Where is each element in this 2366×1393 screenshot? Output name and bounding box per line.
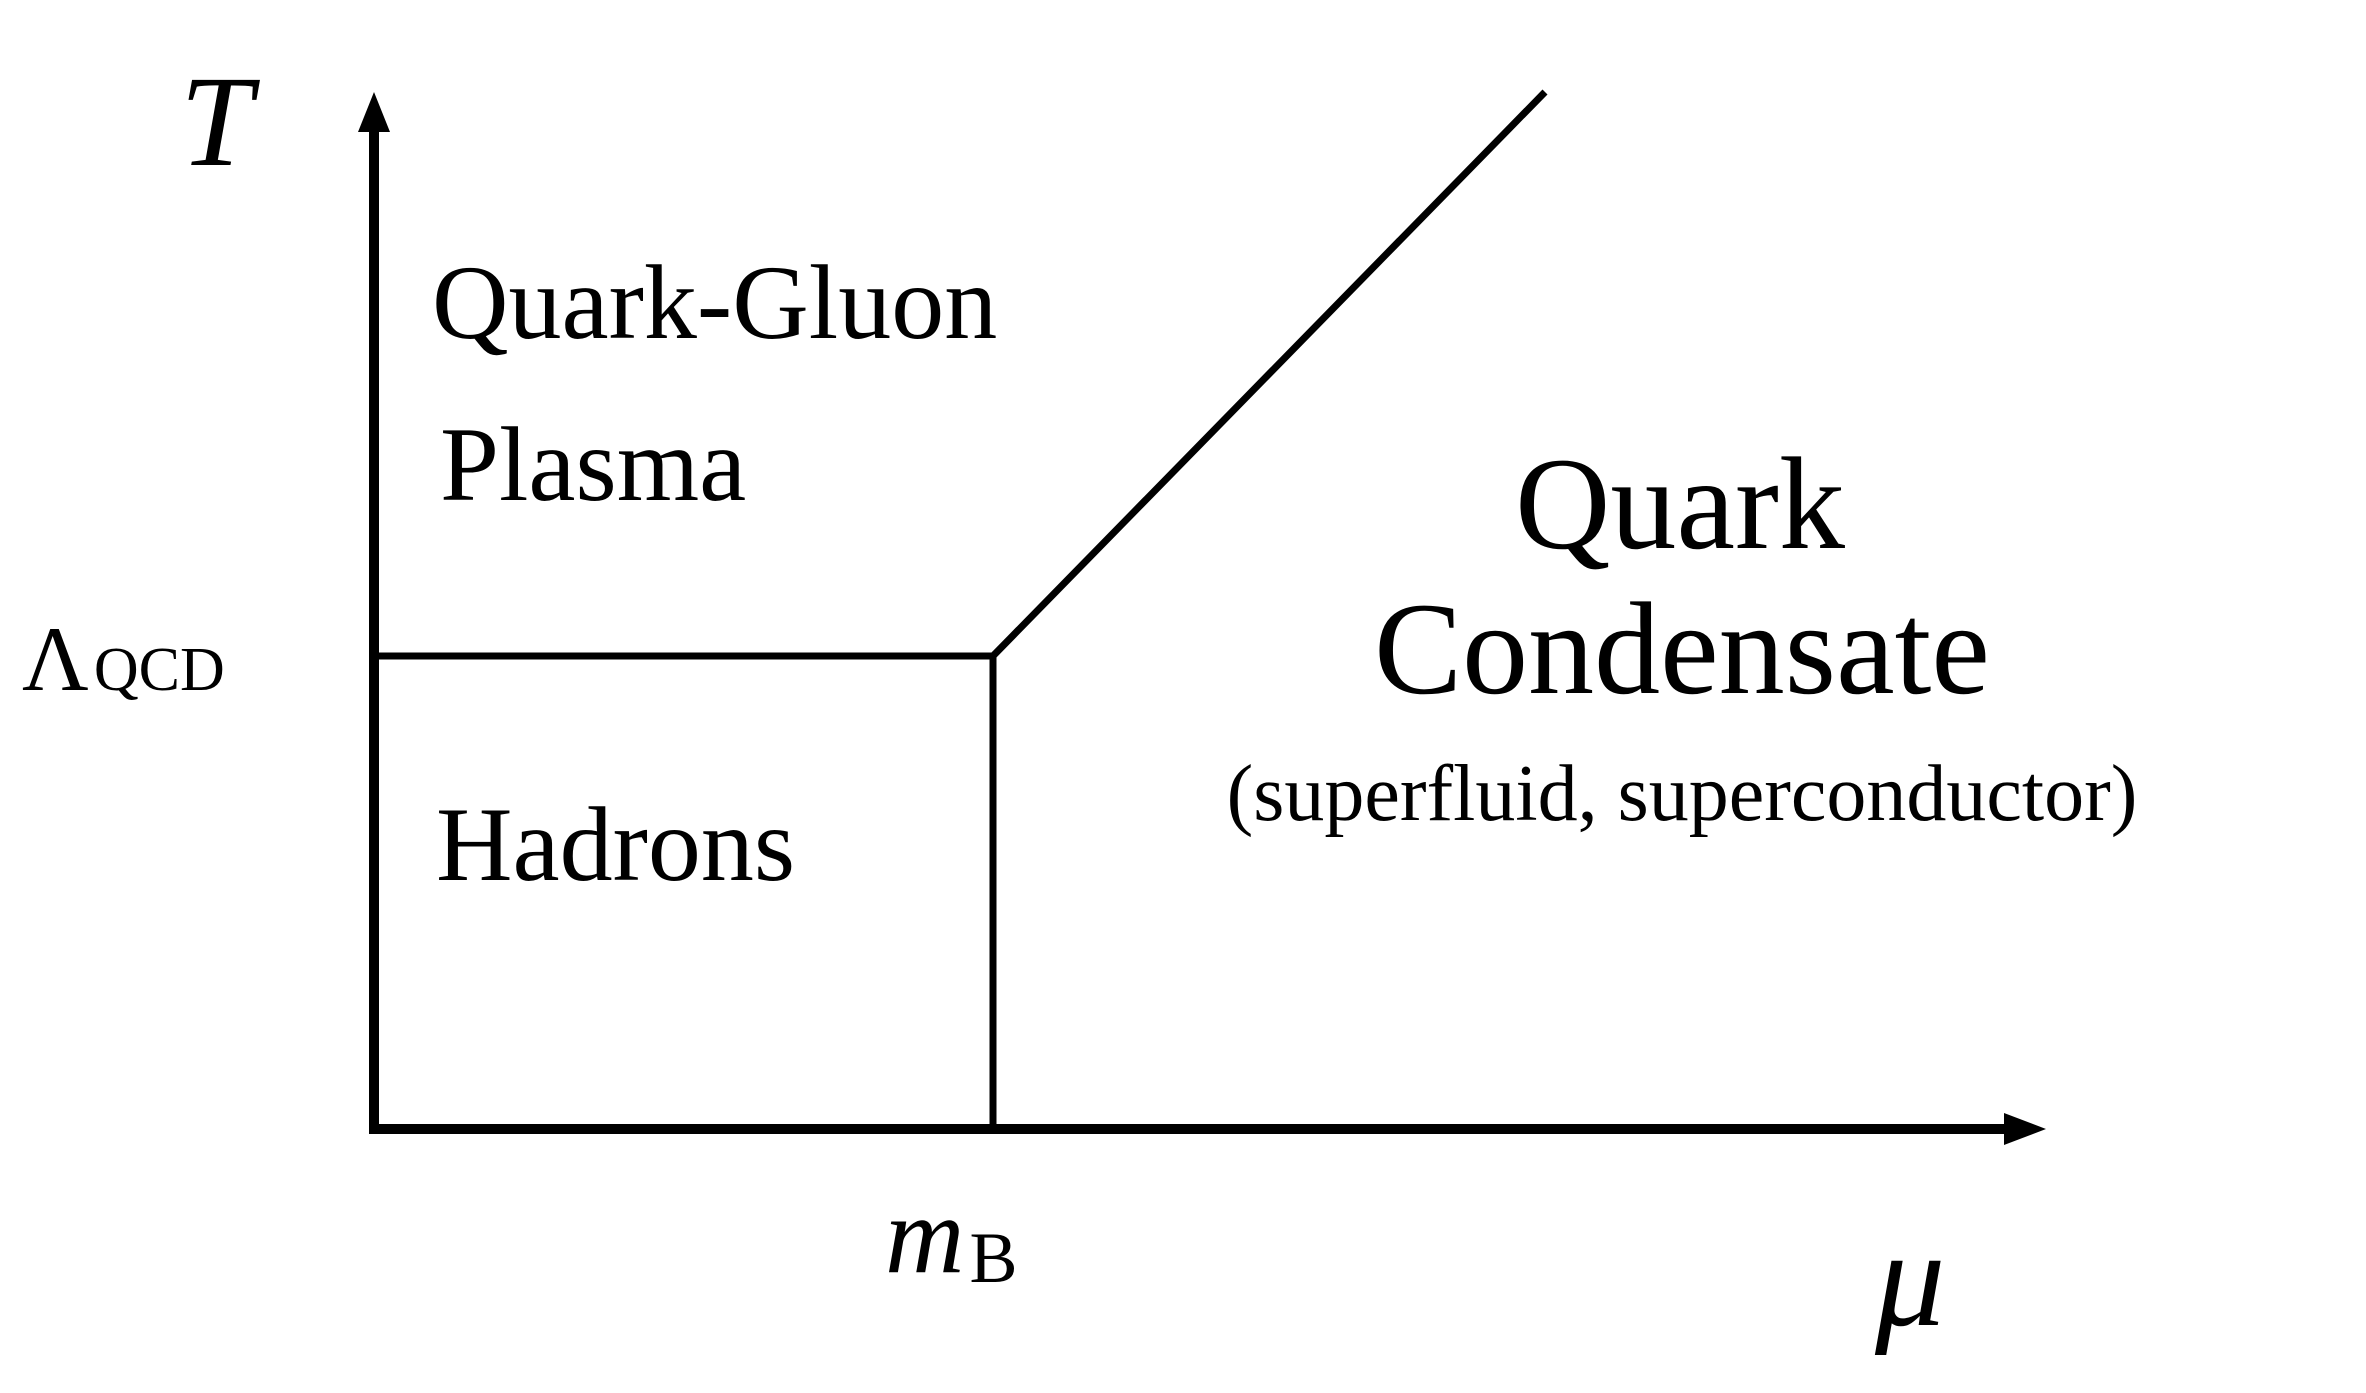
x-tick-label: m B bbox=[885, 1174, 1018, 1298]
y-tick-label: Λ QCD bbox=[22, 608, 225, 710]
qgp-label-line1: Quark-Gluon bbox=[432, 244, 997, 361]
qgp-quark-boundary bbox=[988, 89, 1548, 661]
quark-condensate-label-line3: (superfluid, superconductor) bbox=[1227, 750, 2138, 838]
y-axis-arrowhead bbox=[358, 92, 390, 132]
hadrons-label: Hadrons bbox=[436, 786, 795, 903]
quark-condensate-label-line2: Condensate bbox=[1374, 575, 1990, 722]
x-axis-arrowhead bbox=[2004, 1113, 2046, 1145]
qgp-label-line2: Plasma bbox=[440, 406, 746, 523]
y-axis-symbol: T bbox=[180, 50, 260, 194]
quark-condensate-label-line1: Quark bbox=[1515, 430, 1845, 577]
x-axis-symbol: μ bbox=[1874, 1201, 1945, 1356]
